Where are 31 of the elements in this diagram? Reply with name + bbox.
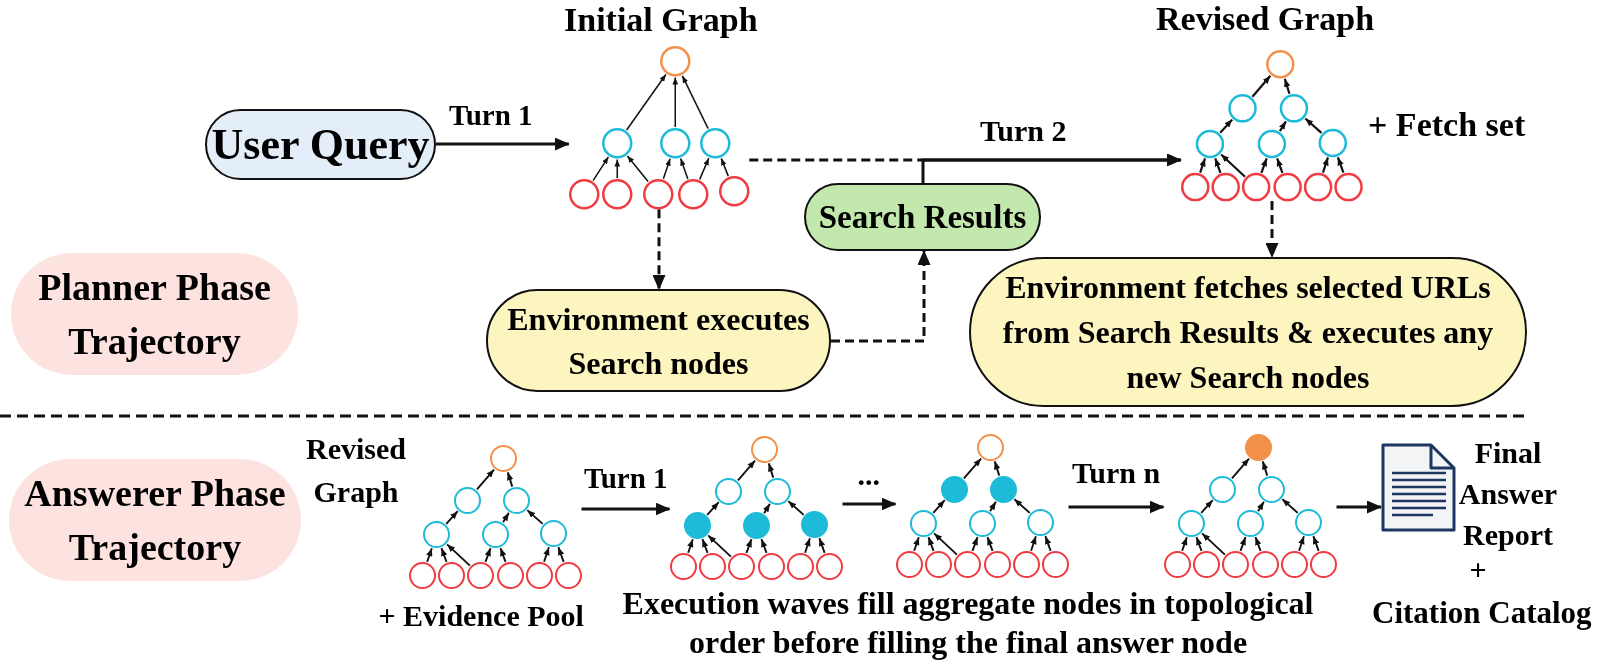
graph-title: Revised Graph [305, 431, 407, 510]
document-icon [1381, 443, 1456, 532]
dashed-arrow [1265, 201, 1279, 258]
graph-illustration [568, 45, 750, 210]
arrow [436, 137, 570, 151]
node-text: Environment fetches selected URLs from Search Results & executes any new Search nodes [1001, 267, 1495, 397]
node-text: Planner Phase Trajectory [37, 265, 272, 364]
plus-sign: + [1469, 554, 1487, 586]
graph-illustration [408, 444, 582, 589]
graph-caption: + Evidence Pool [378, 599, 584, 633]
arrow [842, 497, 897, 511]
arrow [1068, 500, 1165, 514]
graph-title: Revised Graph [1156, 0, 1375, 38]
dashed-arrow [831, 250, 931, 343]
arrow [1336, 500, 1382, 514]
output-title: Citation Catalog [1372, 595, 1592, 631]
output-title: Final Answer Report [1458, 435, 1558, 553]
dashed-arrow [652, 209, 666, 290]
graph-illustration [1163, 433, 1337, 578]
arrow [921, 153, 1182, 183]
arrow [581, 502, 671, 516]
graph-caption: + Fetch set [1368, 106, 1526, 144]
node-text: Answerer Phase Trajectory [23, 471, 287, 570]
description-text: Execution waves fill aggregate nodes in topological order before filling the final answer node [621, 584, 1315, 662]
graph-illustration [895, 433, 1069, 578]
node-text: Search Results [818, 198, 1027, 237]
graph-illustration [669, 435, 843, 580]
graph-illustration [1180, 49, 1363, 202]
graph-title: Initial Graph [564, 1, 758, 39]
node-text: Environment executes Search nodes [506, 299, 811, 383]
node-text: User Query [211, 119, 430, 170]
